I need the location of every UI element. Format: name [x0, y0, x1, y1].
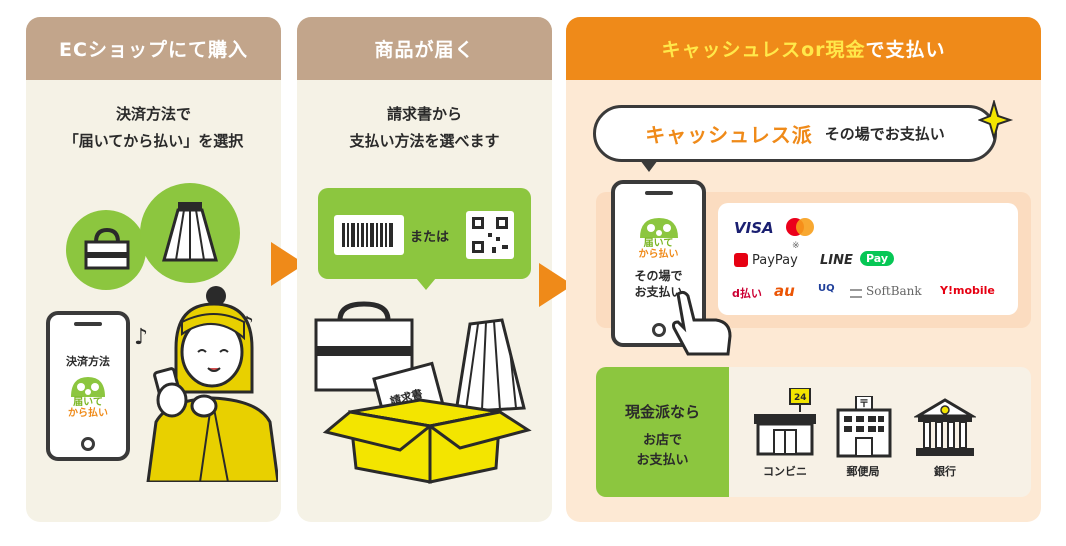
- cat-logo-icon: [639, 218, 678, 238]
- title-rest: で支払い: [865, 39, 946, 61]
- payment-code-bubble: または: [318, 188, 531, 279]
- payment-brands-box: VISA PayPay ※ LINE Pay d払い au UQ SoftBan…: [718, 203, 1018, 315]
- post-office-icon: 〒: [836, 396, 892, 458]
- cash-label: 現金派なら お店で お支払い: [596, 367, 729, 497]
- desc-line: 「届いてから払い」を選択: [63, 132, 244, 150]
- bag-icon: [84, 228, 130, 270]
- cash-label-line: 現金派なら: [624, 403, 700, 421]
- phone-device: 決済方法 届いて から払い: [46, 311, 130, 461]
- music-note-icon: ♪: [134, 325, 148, 350]
- delivery-box-illustration: 請求書: [314, 301, 532, 484]
- phone-speaker: [644, 191, 673, 195]
- skirt-icon: [162, 202, 218, 262]
- svg-text:〒: 〒: [859, 398, 869, 410]
- ymobile-logo: Y!mobile: [940, 284, 995, 297]
- bubble-tail: [416, 278, 436, 290]
- line-logo: LINE: [820, 253, 853, 268]
- logo-wordmark: 届いて から払い: [50, 397, 126, 419]
- barcode-icon: [334, 215, 404, 255]
- sparkle-icon: [978, 100, 1014, 140]
- app-logo: 届いて から払い: [615, 216, 702, 260]
- step-title-purchase: ECショップにて購入: [26, 17, 281, 80]
- cash-label-line: お店で: [642, 433, 682, 448]
- phone-label: 決済方法: [66, 355, 110, 368]
- desc-line: 請求書から: [386, 105, 462, 123]
- step-desc-delivery: 請求書から 支払い方法を選べます: [297, 101, 552, 155]
- title-highlight: キャッシュレスor現金: [661, 39, 866, 61]
- phone-home-button: [81, 437, 95, 451]
- au-logo: au: [774, 282, 795, 300]
- asterisk-note: ※: [792, 241, 800, 251]
- phone-pay-text: その場で お支払い: [615, 268, 702, 300]
- sign-24: 24: [794, 393, 807, 403]
- step-desc-purchase: 決済方法で 「届いてから払い」を選択: [26, 101, 281, 155]
- logo-line: 届いて: [73, 397, 103, 408]
- person-with-phone-illustration: ♪ ♪: [134, 286, 278, 482]
- cash-label-line: お支払い: [636, 453, 689, 468]
- softbank-logo: SoftBank: [866, 284, 922, 298]
- desc-line: 支払い方法を選べます: [349, 132, 500, 150]
- phone-text-line: お支払い: [634, 285, 683, 299]
- cashless-badge-sub: その場でお支払い: [824, 125, 945, 143]
- phone-home-button: [651, 323, 666, 337]
- convenience-store-label: コンビニ: [763, 465, 807, 478]
- app-logo: 届いて から払い: [50, 375, 126, 419]
- logo-wordmark: 届いて から払い: [615, 238, 702, 260]
- qr-code-icon: [466, 211, 514, 259]
- cat-logo-icon: [71, 377, 105, 397]
- phone-text-line: その場で: [634, 269, 683, 283]
- logo-line: から払い: [68, 408, 108, 419]
- or-text: または: [410, 230, 450, 245]
- pointing-hand-icon: [672, 290, 732, 356]
- badge-tail: [640, 160, 658, 172]
- bank-icon: [914, 398, 976, 456]
- dbarai-logo: d払い: [732, 287, 762, 300]
- paypay-logo: PayPay: [752, 253, 798, 268]
- desc-line: 決済方法で: [115, 105, 191, 123]
- cashless-badge-main: キャッシュレス派: [645, 123, 813, 147]
- convenience-store-icon: 24: [754, 388, 816, 456]
- logo-line: 届いて: [643, 238, 674, 249]
- softbank-icon: [850, 289, 862, 298]
- paypay-icon: [734, 253, 748, 267]
- bank-label: 銀行: [934, 465, 956, 478]
- uq-logo: UQ: [818, 283, 835, 294]
- mastercard-icon: [786, 218, 814, 236]
- post-office-label: 郵便局: [846, 465, 880, 478]
- phone-speaker: [74, 322, 102, 326]
- linepay-logo: Pay: [860, 251, 895, 266]
- cashless-badge: キャッシュレス派 その場でお支払い: [593, 105, 997, 162]
- step-title-delivery: 商品が届く: [297, 17, 552, 80]
- logo-line: から払い: [638, 249, 679, 260]
- visa-logo: VISA: [734, 219, 774, 237]
- step-title-payment: キャッシュレスor現金で支払い: [566, 17, 1041, 80]
